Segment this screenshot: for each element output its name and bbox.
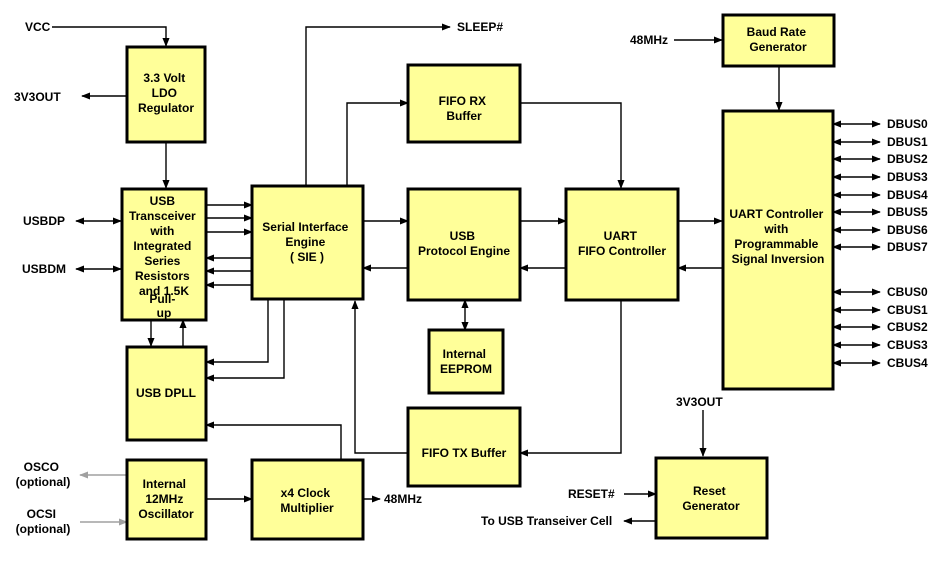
cbus2-label: CBUS2 — [887, 320, 928, 334]
vcc-line — [52, 26, 170, 47]
fifotx-to-sie-line — [351, 300, 408, 454]
sie-to-fiforx-line — [346, 99, 409, 186]
uart-fifo-block: UART FIFO Controller — [564, 187, 680, 302]
reset-generator-block: Reset Generator — [654, 456, 769, 540]
dbus7-label: DBUS7 — [887, 240, 928, 254]
dbus2-label: DBUS2 — [887, 152, 928, 166]
uart-controller-block: UART Controller with Programmable Signal… — [721, 109, 835, 391]
uart-controller-label: UART Controller with Programmable Signal… — [729, 207, 826, 266]
connections — [52, 23, 881, 526]
clock-multiplier-label: x4 Clock Multiplier — [280, 486, 334, 515]
to-usb-cell-label: To USB Transeiver Cell — [481, 514, 612, 528]
mhz48-clock-label: 48MHz — [384, 492, 422, 506]
mhz48-baud-label: 48MHz — [630, 33, 668, 47]
clock-multiplier-block: x4 Clock Multiplier — [250, 458, 365, 541]
oscillator-block: Internal 12MHz Oscillator — [125, 458, 208, 541]
vcc-label: VCC — [25, 20, 51, 34]
oscillator-label: Internal 12MHz Oscillator — [138, 477, 194, 521]
cbus3-label: CBUS3 — [887, 338, 928, 352]
usb-transceiver-label-tail: Pull- up — [149, 292, 178, 320]
v3v3out-left-label: 3V3OUT — [14, 90, 61, 104]
fifo-rx-block: FIFO RX Buffer — [406, 63, 522, 144]
sie-label: Serial Interface Engine ( SIE ) — [262, 220, 351, 264]
cbus4-label: CBUS4 — [887, 356, 928, 370]
dbus4-label: DBUS4 — [887, 188, 928, 202]
baud-rate-block: Baud Rate Generator — [721, 13, 836, 68]
cbus1-label: CBUS1 — [887, 303, 928, 317]
dbus-labels: DBUS0 DBUS1 DBUS2 DBUS3 DBUS4 DBUS5 DBUS… — [887, 117, 928, 254]
dbus5-label: DBUS5 — [887, 205, 928, 219]
ldo-regulator-label: 3.3 Volt LDO Regulator — [138, 71, 194, 115]
usbdm-label: USBDM — [22, 262, 66, 276]
reset-label: RESET# — [568, 487, 615, 501]
dbus0-label: DBUS0 — [887, 117, 928, 131]
sie-block: Serial Interface Engine ( SIE ) — [250, 184, 365, 301]
protocol-engine-label: USB Protocol Engine — [418, 229, 510, 258]
sleep-line — [305, 23, 451, 186]
sie-to-dpll-1 — [205, 299, 269, 366]
dbus1-label: DBUS1 — [887, 135, 928, 149]
cbus-labels: CBUS0 CBUS1 CBUS2 CBUS3 CBUS4 — [887, 285, 928, 370]
reset-generator-label: Reset Generator — [682, 484, 740, 513]
signal-labels: VCC 3V3OUT USBDP USBDM OSCO (optional) O… — [14, 20, 723, 536]
fifo-rx-label: FIFO RX Buffer — [439, 94, 490, 123]
usb-dpll-label: USB DPLL — [136, 386, 196, 400]
cbus0-label: CBUS0 — [887, 285, 928, 299]
sie-to-dpll-2 — [205, 299, 285, 382]
dbus3-label: DBUS3 — [887, 170, 928, 184]
fifo-tx-block: FIFO TX Buffer — [406, 406, 522, 488]
ldo-regulator-block: 3.3 Volt LDO Regulator — [125, 45, 207, 144]
usb-dpll-block: USB DPLL — [125, 345, 208, 442]
usbdp-label: USBDP — [23, 214, 65, 228]
dbus6-label: DBUS6 — [887, 223, 928, 237]
protocol-engine-block: USB Protocol Engine — [406, 187, 522, 302]
usb-transceiver-label: USB Transceiver with Integrated Series R… — [129, 194, 199, 298]
v3v3out-reset-label: 3V3OUT — [676, 395, 723, 409]
uartfifo-to-fifotx-line — [519, 300, 622, 457]
fifo-tx-label: FIFO TX Buffer — [422, 446, 507, 460]
uart-fifo-label: UART FIFO Controller — [578, 229, 666, 258]
ocsi-label: OCSI (optional) — [16, 507, 71, 536]
eeprom-block: Internal EEPROM — [427, 328, 505, 395]
osco-label: OSCO (optional) — [16, 460, 71, 489]
baud-rate-label: Baud Rate Generator — [747, 25, 810, 54]
eeprom-label: Internal EEPROM — [440, 347, 492, 376]
usb-transceiver-block: USB Transceiver with Integrated Series R… — [120, 187, 208, 322]
fiforx-to-uartfifo-line — [520, 102, 625, 189]
sleep-label: SLEEP# — [457, 20, 503, 34]
